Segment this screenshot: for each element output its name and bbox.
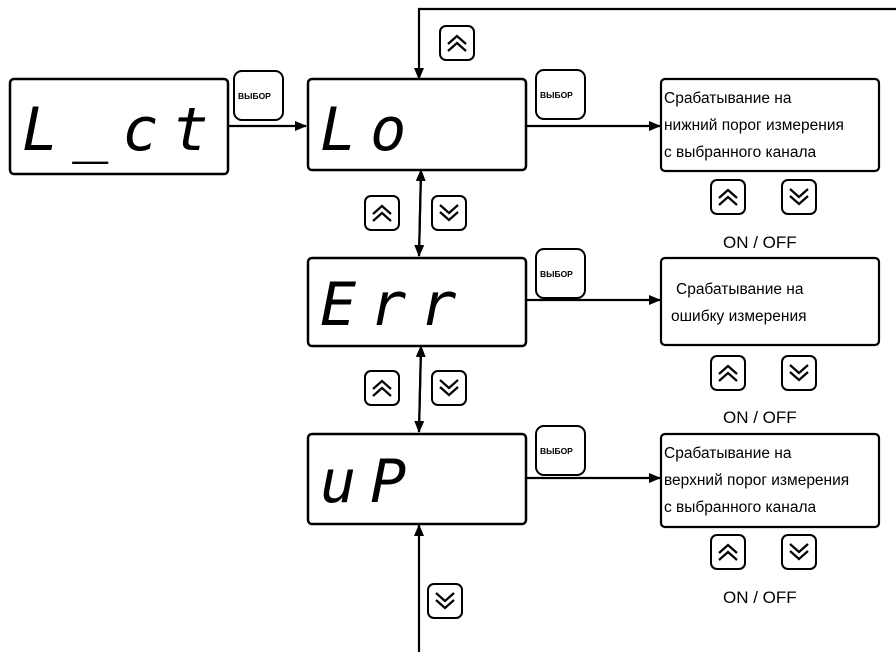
on-off-label: ON / OFF: [723, 233, 797, 252]
desc-err-line-1: Срабатывание на: [676, 281, 804, 298]
arrow-err-up-down: [414, 347, 425, 433]
display-lct-text: L_ct: [22, 95, 223, 165]
select-key-label: ВЫБОР: [540, 446, 573, 456]
double-chevron-down-icon[interactable]: [780, 533, 818, 571]
desc-up-line-2: верхний порог измерения: [664, 472, 849, 489]
double-chevron-up-icon[interactable]: [709, 533, 747, 571]
on-off-label: ON / OFF: [723, 408, 797, 427]
desc-up-line-1: Срабатывание на: [664, 445, 792, 462]
select-key-label: ВЫБОР: [540, 269, 573, 279]
select-key-4[interactable]: ВЫБОР: [535, 425, 586, 476]
desc-lo-line-2: нижний порог измерения: [664, 117, 844, 134]
desc-up-line-3: с выбранного канала: [664, 499, 816, 516]
onoff-group-lo: ON / OFF: [709, 178, 818, 252]
onoff-group-up: ON / OFF: [709, 533, 818, 607]
double-chevron-down-icon[interactable]: [780, 354, 818, 392]
display-err: Err: [306, 256, 528, 348]
select-key-label: ВЫБОР: [540, 90, 573, 100]
desc-err-line-2: ошибку измерения: [671, 308, 807, 325]
desc-lo-line-1: Срабатывание на: [664, 90, 792, 107]
on-off-label: ON / OFF: [723, 588, 797, 607]
display-lo: Lo: [306, 77, 528, 172]
double-chevron-up-icon[interactable]: [363, 369, 401, 407]
desc-lo: Срабатывание на нижний порог измерения с…: [659, 77, 881, 173]
select-key-2[interactable]: ВЫБОР: [535, 69, 586, 120]
display-up-text: uP: [320, 447, 420, 517]
double-chevron-up-icon[interactable]: [438, 24, 476, 62]
double-chevron-down-icon[interactable]: [780, 178, 818, 216]
display-err-text: Err: [320, 270, 470, 340]
select-key-1[interactable]: ВЫБОР: [233, 70, 284, 121]
onoff-group-err: ON / OFF: [709, 354, 818, 427]
select-key-label: ВЫБОР: [238, 91, 271, 101]
desc-lo-line-3: с выбранного канала: [664, 144, 816, 161]
arrow-lo-err-down: [414, 171, 425, 257]
display-up: uP: [306, 432, 528, 526]
double-chevron-up-icon[interactable]: [709, 354, 747, 392]
double-chevron-down-icon[interactable]: [426, 582, 464, 620]
desc-err: Срабатывание на ошибку измерения: [659, 256, 881, 347]
double-chevron-down-icon[interactable]: [430, 194, 468, 232]
display-lct: L_ct: [8, 77, 230, 176]
loop-return-arrow: [414, 7, 896, 80]
double-chevron-up-icon[interactable]: [363, 194, 401, 232]
double-chevron-down-icon[interactable]: [430, 369, 468, 407]
desc-up: Срабатывание на верхний порог измерения …: [659, 432, 881, 529]
double-chevron-up-icon[interactable]: [709, 178, 747, 216]
select-key-3[interactable]: ВЫБОР: [535, 248, 586, 299]
display-lo-text: Lo: [320, 95, 420, 165]
connectors: [228, 7, 896, 652]
